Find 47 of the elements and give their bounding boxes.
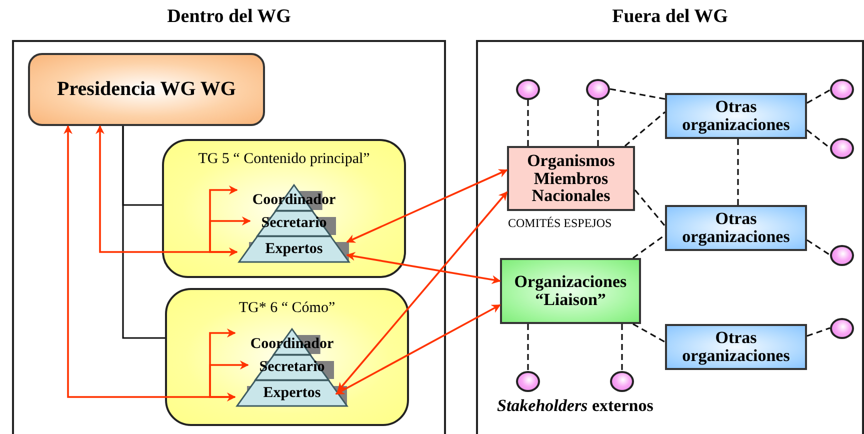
circle-node [586, 79, 610, 100]
arrow [337, 191, 508, 392]
circle-node [516, 79, 540, 100]
caption-text: Stakeholders externos [497, 396, 654, 416]
circle-node [830, 138, 854, 159]
circle-node [610, 371, 634, 392]
connector-line [806, 129, 830, 149]
pyramid-layer: Expertos [239, 236, 349, 262]
process-box: Presidencia WG WG [28, 53, 265, 126]
arrow [346, 252, 501, 284]
process-box: Organismos Miembros Nacionales [507, 146, 635, 211]
pyramid-layer: Expertos [237, 380, 347, 406]
circle-node [516, 371, 540, 392]
connector-line [597, 100, 599, 146]
arrow [64, 125, 236, 402]
group-title: TG* 6 “ Cómo” [238, 300, 336, 317]
arrow [96, 125, 238, 256]
connector-line [632, 234, 666, 259]
process-box: Otras organizaciones [665, 205, 807, 251]
connector-line [806, 89, 830, 104]
group-box [165, 288, 409, 426]
arrow [209, 216, 251, 253]
node-caption: COMITÉS ESPEJOS [508, 216, 612, 231]
connector-line [122, 126, 165, 339]
process-box: Otras organizaciones [665, 93, 807, 139]
group-title: TG 5 “ Contenido principal” [197, 151, 371, 168]
connector-line [634, 189, 666, 227]
connector-line [806, 327, 830, 337]
process-box: Organizaciones “Liaison” [500, 258, 641, 324]
connector-line [806, 239, 830, 256]
connector-line [624, 111, 666, 147]
connector-line [610, 88, 666, 100]
circle-node [830, 318, 854, 339]
circle-node [830, 245, 854, 266]
connector-line [632, 323, 666, 343]
connector-line [527, 324, 529, 371]
circle-node [830, 79, 854, 100]
connector-line [527, 100, 529, 146]
connector-line [621, 324, 623, 371]
group-box [162, 139, 406, 278]
process-box: Otras organizaciones [665, 324, 807, 370]
arrow [209, 360, 249, 398]
section-heading: Dentro del WG [166, 5, 292, 29]
section-heading: Fuera del WG [611, 5, 729, 29]
arrow [335, 304, 501, 395]
connector-line [737, 139, 739, 205]
arrow [346, 169, 508, 243]
